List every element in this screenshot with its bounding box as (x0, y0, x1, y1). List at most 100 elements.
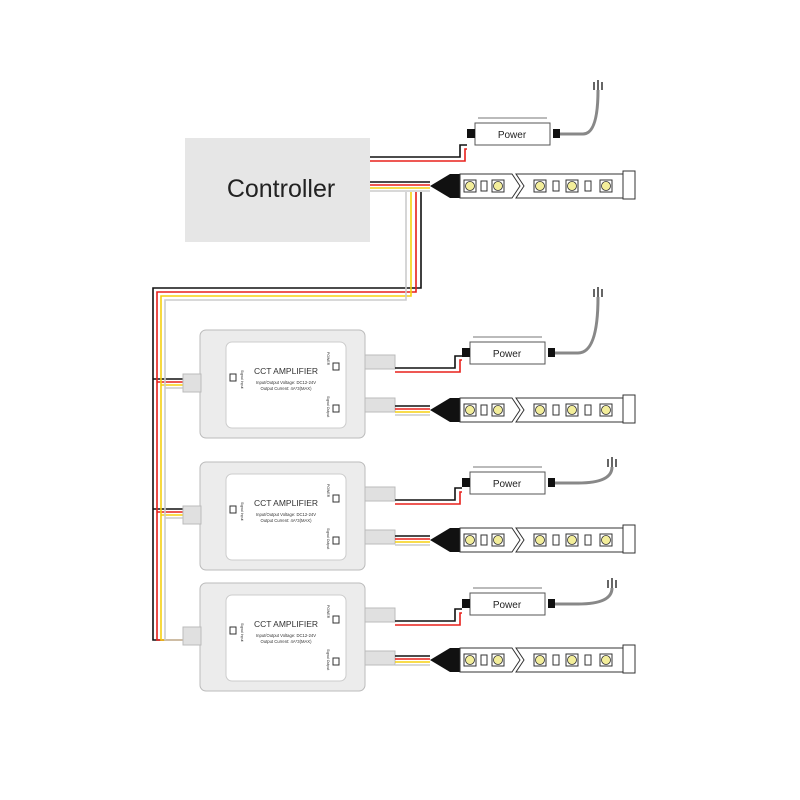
resistor (480, 180, 488, 192)
resistor (584, 404, 592, 416)
power-dc-plug (462, 599, 470, 608)
resistor (480, 654, 488, 666)
resistor (584, 654, 592, 666)
led-icon (601, 405, 611, 415)
input-cable-gland (182, 373, 202, 393)
output-cable-gland (364, 397, 396, 413)
strip-end-cap (622, 170, 636, 200)
amplifier-label-panel (225, 473, 347, 561)
led-icon (465, 535, 475, 545)
strip-end-cap (622, 644, 636, 674)
power-port-icon (332, 362, 340, 371)
power-dc-plug (462, 348, 470, 357)
port-power-label: POWER (326, 605, 330, 619)
power-dc-plug (467, 129, 475, 138)
power-supply: Power (462, 578, 617, 616)
amplifier-spec-voltage: Input/Output Voltage: DC12-24V (256, 633, 316, 638)
signal-input-port-icon (229, 505, 237, 514)
power-label: Power (498, 130, 527, 141)
amplifier-spec-current: Output Current: 4A*3(MAX) (261, 386, 313, 391)
led-icon (465, 655, 475, 665)
power-ac-plug (548, 348, 555, 357)
amplifier-spec-voltage: Input/Output Voltage: DC12-24V (256, 512, 316, 517)
led-icon (465, 405, 475, 415)
led-icon (535, 535, 545, 545)
controller: Controller (185, 138, 370, 242)
power-wire (395, 608, 462, 622)
led-strip (430, 644, 636, 674)
strip-connector (430, 174, 460, 198)
power-cable-gland (364, 486, 396, 502)
port-signal-input-label: Signal Input (240, 502, 244, 521)
port-power-label: POWER (326, 484, 330, 498)
resistor (552, 180, 560, 192)
cct-amplifier: CCT AMPLIFIER Input/Output Voltage: DC12-… (182, 461, 396, 571)
power-ac-plug (548, 599, 555, 608)
amplifier-label-panel (225, 341, 347, 429)
power-port-icon (332, 494, 340, 503)
led-icon (567, 535, 577, 545)
led-icon (535, 655, 545, 665)
power-cord (560, 89, 600, 136)
resistor (552, 534, 560, 546)
power-supply: Power (462, 287, 603, 365)
power-wire (395, 359, 462, 373)
led-strip (430, 170, 636, 200)
led-icon (493, 535, 503, 545)
power-supply: Power (462, 457, 617, 495)
resistor (480, 534, 488, 546)
power-wire (395, 491, 462, 505)
input-cable-gland (182, 626, 202, 646)
power-wire (395, 612, 462, 626)
controller-label: Controller (227, 175, 335, 203)
amplifier-title: CCT AMPLIFIER (254, 366, 318, 376)
strip-connector (430, 528, 460, 552)
port-signal-output-label: Signal Output (326, 528, 330, 549)
led-icon (465, 181, 475, 191)
power-cable-gland (364, 354, 396, 370)
power-wire (370, 148, 467, 162)
amplifier-title: CCT AMPLIFIER (254, 498, 318, 508)
power-wire (395, 487, 462, 501)
output-cable-gland (364, 529, 396, 545)
led-icon (493, 181, 503, 191)
led-icon (567, 181, 577, 191)
power-wire (370, 144, 467, 158)
ac-plug-icon (607, 457, 617, 467)
resistor (584, 534, 592, 546)
signal-input-port-icon (229, 626, 237, 635)
port-signal-input-label: Signal Input (240, 370, 244, 389)
amplifier-label-panel (225, 594, 347, 682)
signal-input-port-icon (229, 373, 237, 382)
power-label: Power (493, 600, 522, 611)
led-icon (493, 655, 503, 665)
power-port-icon (332, 615, 340, 624)
amplifier-title: CCT AMPLIFIER (254, 619, 318, 629)
led-icon (601, 655, 611, 665)
ac-plug-icon (593, 80, 603, 90)
power-cord (555, 296, 600, 355)
power-label: Power (493, 479, 522, 490)
power-cable-gland (364, 607, 396, 623)
resistor (480, 404, 488, 416)
amplifier-spec-current: Output Current: 4A*3(MAX) (261, 518, 313, 523)
led-icon (493, 405, 503, 415)
power-ac-plug (548, 478, 555, 487)
led-icon (567, 655, 577, 665)
power-wire (395, 355, 462, 369)
power-label: Power (493, 349, 522, 360)
controller-box (185, 138, 370, 242)
signal-output-port-icon (332, 404, 340, 413)
led-icon (601, 535, 611, 545)
controller-bus-wires (152, 192, 422, 641)
amplifier-spec-current: Output Current: 4A*3(MAX) (261, 639, 313, 644)
led-strip (430, 394, 636, 424)
port-signal-input-label: Signal Input (240, 623, 244, 642)
ac-plug-icon (607, 578, 617, 588)
strip-connector (430, 648, 460, 672)
input-cable-gland (182, 505, 202, 525)
led-icon (535, 405, 545, 415)
